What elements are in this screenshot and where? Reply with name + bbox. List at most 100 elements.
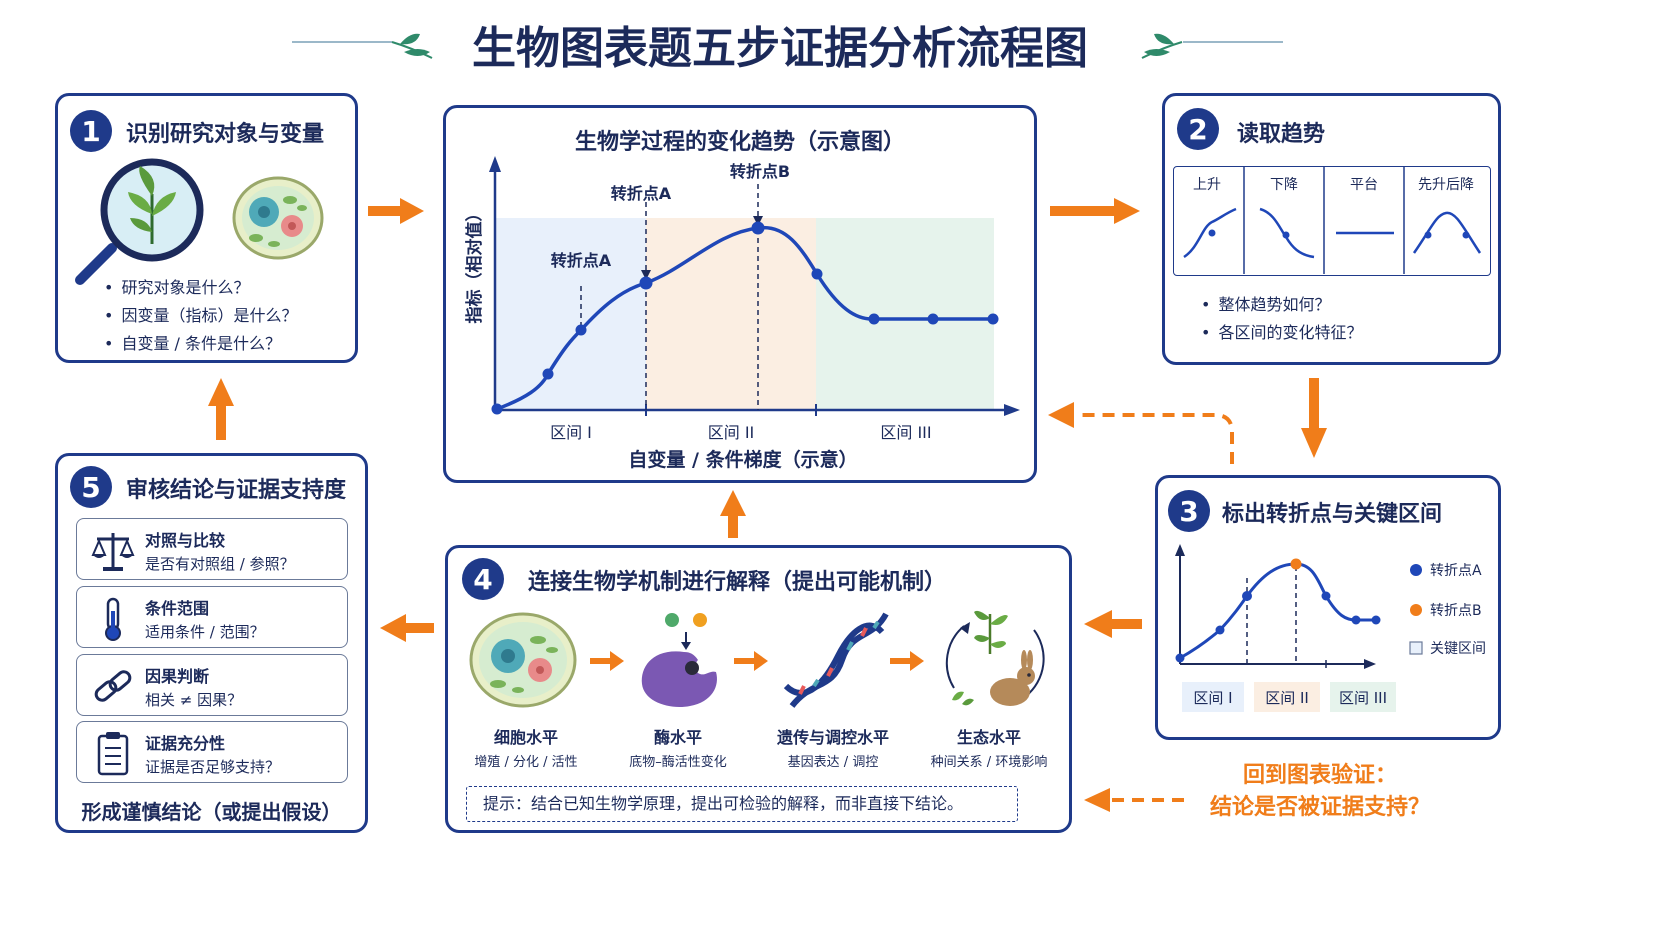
x-axis-label: 自变量 / 条件梯度（示意） bbox=[628, 448, 857, 471]
level-cell-name: 细胞水平 bbox=[493, 728, 558, 747]
trend-point bbox=[751, 221, 765, 235]
step3-region-1: 区间 I bbox=[1193, 689, 1232, 707]
trend-point bbox=[542, 368, 554, 380]
level-genetic-name: 遗传与调控水平 bbox=[776, 728, 889, 747]
leaf-icon bbox=[391, 33, 433, 59]
arrow-step5-to-step1 bbox=[208, 378, 234, 440]
y-axis-label: 指标（相对值） bbox=[464, 205, 485, 324]
check-sufficiency-name: 证据充分性 bbox=[145, 734, 226, 753]
level-ecology-desc: 种间关系 / 环境影响 bbox=[930, 755, 1048, 770]
step3-mini-chart: 区间 I 区间 II 区间 III 转折点A 转折点B 关键区间 bbox=[1175, 544, 1486, 712]
region-label-2: 区间 II bbox=[708, 423, 755, 442]
arrow-step1-to-chart bbox=[368, 198, 424, 224]
check-control: 对照与比较 是否有对照组 / 参照？ bbox=[76, 518, 348, 580]
arrow-right-icon bbox=[590, 650, 626, 672]
trend-point bbox=[927, 313, 939, 325]
title-decor-right bbox=[1138, 30, 1283, 60]
trend-point bbox=[639, 276, 653, 290]
step3-number: 3 bbox=[1168, 490, 1210, 532]
legend-key-region: 关键区间 bbox=[1430, 641, 1486, 657]
ecosystem-icon bbox=[934, 604, 1054, 714]
arrow-step4-to-chart bbox=[720, 490, 746, 538]
thermometer-icon bbox=[91, 595, 135, 643]
trend-point bbox=[575, 324, 587, 336]
title-decor-left bbox=[292, 30, 437, 60]
region-chip-3 bbox=[1330, 682, 1396, 712]
verify-text: 回到图表验证： 结论是否被证据支持？ bbox=[1185, 760, 1455, 824]
trend-point bbox=[868, 313, 880, 325]
verify-line-1: 回到图表验证： bbox=[1242, 763, 1397, 788]
region-label-1: 区间 I bbox=[550, 423, 592, 442]
step4-box: 4 连接生物学机制进行解释（提出可能机制） bbox=[445, 545, 1072, 833]
step3-region-3: 区间 III bbox=[1339, 689, 1387, 707]
check-causality-name: 因果判断 bbox=[145, 667, 210, 686]
step1-title: 识别研究对象与变量 bbox=[126, 122, 325, 147]
trend-point bbox=[987, 313, 999, 325]
level-genetic: 遗传与调控水平 基因表达 / 调控 bbox=[758, 724, 908, 770]
level-cell-desc: 增殖 / 分化 / 活性 bbox=[474, 755, 578, 770]
check-causality: 因果判断 相关 ≠ 因果？ bbox=[76, 654, 348, 716]
center-trend-chart: 转折点A 转折点A 转折点B 区间 I 区间 II 区间 III 自变量 / 条… bbox=[464, 156, 1020, 471]
trend-point bbox=[491, 403, 503, 415]
arrow-right-icon bbox=[890, 650, 926, 672]
step1-bullets: 研究对象是什么？ 因变量（指标）是什么？ 自变量 / 条件是什么？ bbox=[104, 274, 297, 358]
region-2-band bbox=[646, 218, 816, 410]
center-chart-box: 生物学过程的变化趋势（示意图） 转折点A 转折点A 转折点B 区间 bbox=[443, 105, 1037, 483]
level-ecology-name: 生态水平 bbox=[956, 728, 1021, 747]
trend-points bbox=[491, 221, 999, 415]
trend-types-graphic: 上升 下降 平台 先升后降 bbox=[1183, 167, 1482, 274]
magnifier-leaf-icon bbox=[70, 156, 220, 286]
leaf-icon bbox=[1141, 33, 1183, 59]
step4-hint: 提示：结合已知生物学原理，提出可检验的解释，而非直接下结论。 bbox=[466, 786, 1018, 822]
step2-box: 2 读取趋势 上升 下降 平台 先升后降 整体趋势如何？ 各区间的变化特征？ bbox=[1162, 93, 1501, 365]
check-range-desc: 适用条件 / 范围？ bbox=[145, 623, 265, 641]
arrow-verify-to-step4 bbox=[1084, 788, 1110, 812]
step2-number: 2 bbox=[1177, 108, 1219, 150]
dna-icon bbox=[782, 610, 892, 710]
trend-point bbox=[811, 268, 823, 280]
check-range: 条件范围 适用条件 / 范围？ bbox=[76, 586, 348, 648]
rise-curve bbox=[1183, 207, 1237, 259]
rise-fall-curve bbox=[1412, 211, 1482, 254]
check-control-desc: 是否有对照组 / 参照？ bbox=[145, 555, 295, 573]
step5-title: 审核结论与证据支持度 bbox=[126, 478, 347, 503]
trend-label-fall: 下降 bbox=[1270, 177, 1298, 193]
trend-types-panel: 上升 下降 平台 先升后降 bbox=[1173, 166, 1491, 276]
level-enzyme-name: 酶水平 bbox=[653, 728, 702, 747]
region-1-band bbox=[496, 218, 646, 410]
check-range-name: 条件范围 bbox=[145, 599, 210, 618]
legend-turning-b: 转折点B bbox=[1430, 603, 1482, 619]
step1-box: 1 识别研究对象与变量 研究对象是什么？ 因变量（指标）是什么？ 自变量 / 条… bbox=[55, 93, 358, 363]
page-title: 生物图表题五步证据分析流程图 bbox=[472, 23, 1088, 74]
level-genetic-desc: 基因表达 / 调控 bbox=[787, 755, 879, 770]
step3-title: 标出转折点与关键区间 bbox=[1222, 502, 1443, 527]
arrow-step3-to-step4 bbox=[1084, 610, 1142, 638]
step2-bullets: 整体趋势如何？ 各区间的变化特征？ bbox=[1201, 291, 1362, 347]
step1-bullet-3: 自变量 / 条件是什么？ bbox=[104, 330, 297, 358]
step5-number: 5 bbox=[70, 466, 112, 508]
step4-title: 连接生物学机制进行解释（提出可能机制） bbox=[528, 570, 947, 595]
region-label-3: 区间 III bbox=[880, 423, 931, 442]
step5-footer: 形成谨慎结论（或提出假设） bbox=[81, 800, 342, 824]
verify-line-2: 结论是否被证据支持？ bbox=[1209, 795, 1430, 820]
region-chip-2 bbox=[1254, 682, 1320, 712]
legend-dot-b bbox=[1410, 604, 1422, 616]
dashed-return-connector bbox=[1078, 413, 1234, 464]
trend-label-rise: 上升 bbox=[1193, 177, 1221, 193]
step3-box: 3 标出转折点与关键区间 区间 I 区间 II 区间 III 转折点A 转折点B… bbox=[1155, 475, 1501, 740]
arrow-step3-back-to-chart bbox=[1048, 402, 1074, 428]
arrow-step4-to-step5 bbox=[380, 614, 434, 642]
annotation-turning-b: 转折点B bbox=[730, 162, 790, 181]
step1-bullet-1: 研究对象是什么？ bbox=[104, 274, 297, 302]
level-ecology: 生态水平 种间关系 / 环境影响 bbox=[914, 724, 1064, 770]
step1-number: 1 bbox=[70, 110, 112, 152]
trend-label-rise-fall: 先升后降 bbox=[1418, 177, 1474, 193]
region-3-band bbox=[816, 218, 994, 410]
step2-title: 读取趋势 bbox=[1237, 122, 1326, 147]
annotation-turning-a-low: 转折点A bbox=[551, 251, 612, 270]
clipboard-icon bbox=[91, 730, 135, 778]
check-control-name: 对照与比较 bbox=[145, 531, 226, 550]
step2-bullet-1: 整体趋势如何？ bbox=[1201, 291, 1362, 319]
legend-turning-a: 转折点A bbox=[1430, 563, 1482, 579]
arrow-step2-to-step3 bbox=[1301, 378, 1327, 458]
